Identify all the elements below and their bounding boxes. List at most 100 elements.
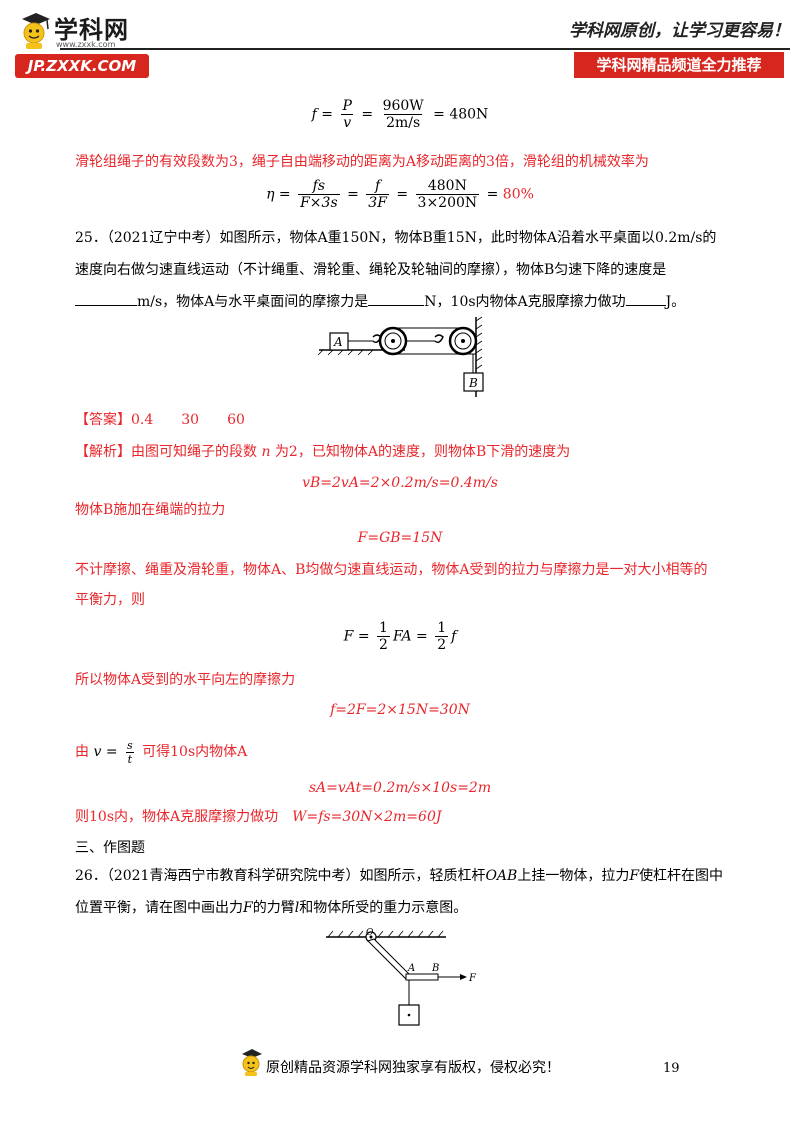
analysis-formula: W=fs=30N×2m=60J <box>292 809 442 825</box>
q26-symbol: l <box>294 900 300 916</box>
mascot-logo-icon <box>22 13 50 49</box>
formula-tension: F=GB=15N <box>357 530 443 546</box>
footer: 原创精品资源学科网独家享有版权，侵权必究！ 19 <box>0 1045 800 1085</box>
formula-symbol: F <box>343 628 354 645</box>
analysis-tag: 【解析】 <box>75 444 131 460</box>
formula-symbol: f <box>311 106 317 123</box>
lever-diagram: O A B F <box>326 928 477 1026</box>
denominator: 2m/s <box>384 114 423 131</box>
page-number: 19 <box>663 1061 680 1076</box>
numerator: 960W <box>382 98 424 114</box>
analysis-line-5: 所以物体A受到的水平向左的摩擦力 <box>75 672 296 688</box>
formula-friction-result: f=2F=2×15N=30N <box>330 702 470 718</box>
formula-symbol: f <box>451 628 457 645</box>
analysis-line-7: 则10s内，物体A克服摩擦力做功 W=fs=30N×2m=60J <box>75 807 735 827</box>
numerator: s <box>127 738 133 752</box>
header-rule <box>60 48 790 50</box>
analysis-text: 可得10s内物体A <box>142 744 248 760</box>
object-b-label: B <box>468 376 478 390</box>
q25-line-2: 速度向右做匀速直线运动（不计绳重、滑轮重、绳轮及轮轴间的摩擦），物体B匀速下降的… <box>75 262 667 278</box>
point-b-label: B <box>431 963 439 974</box>
formula-symbol: v <box>93 744 102 760</box>
q25-line-1: 25．（2021辽宁中考）如图所示，物体A重150N，物体B重15N，此时物体A… <box>75 230 717 246</box>
numerator: fs <box>312 178 326 194</box>
denominator: v <box>341 114 354 131</box>
q26-line-2: 位置平衡，请在图中画出力F的力臂l和物体所受的重力示意图。 <box>75 898 735 918</box>
q26-symbol: OAB <box>485 868 518 884</box>
analysis-line-2: 物体B施加在绳端的拉力 <box>75 502 226 518</box>
logo-text: 学科网 <box>54 16 129 44</box>
q26-text: 26．（2021青海西宁市教育科学研究院中考）如图所示，轻质杠杆 <box>75 868 486 884</box>
answer-values: 0.4 30 60 <box>131 412 245 428</box>
formula-symbol: FA <box>392 628 412 645</box>
analysis-text: 为2，已知物体A的速度，则物体B下滑的速度为 <box>274 444 571 460</box>
q26-line-1: 26．（2021青海西宁市教育科学研究院中考）如图所示，轻质杠杆OAB上挂一物体… <box>75 866 735 886</box>
numerator: f <box>375 178 381 194</box>
q26-text: 位置平衡，请在图中画出力 <box>75 900 243 916</box>
numerator: 480N <box>427 178 467 194</box>
logo-url: www.zxxk.com <box>56 40 116 49</box>
analysis-line-4: 平衡力，则 <box>75 592 145 608</box>
analysis-line-3: 不计摩擦、绳重及滑轮重，物体A、B均做匀速直线运动，物体A受到的拉力与摩擦力是一… <box>75 562 708 578</box>
section-title: 三、作图题 <box>75 840 145 856</box>
q26-text: 上挂一物体，拉力 <box>517 868 630 884</box>
answer-line: 【答案】0.4 30 60 <box>75 410 735 430</box>
pivot-o-label: O <box>366 928 374 938</box>
mascot-footer-icon <box>242 1049 262 1076</box>
point-a-label: A <box>407 963 415 974</box>
copyright-notice: 原创精品资源学科网独家享有版权，侵权必究！ <box>266 1060 560 1076</box>
header: 学科网 www.zxxk.com JP.ZXXK.COM 学科网原创，让学习更容… <box>0 0 800 90</box>
object-a-label: A <box>333 335 343 349</box>
site-badge: JP.ZXXK.COM <box>15 54 149 78</box>
denominator: 3F <box>366 194 389 211</box>
q25-text: m/s，物体A与水平桌面间的摩擦力是 <box>137 294 369 310</box>
denominator: 3×200N <box>415 194 480 211</box>
formula-vb: vB=2vA=2×0.2m/s=0.4m/s <box>302 475 498 491</box>
analysis-text: 由图可知绳子的段数 <box>131 444 257 460</box>
formula-result: 480N <box>449 106 489 123</box>
denominator: t <box>125 751 135 766</box>
answer-blank <box>625 292 666 306</box>
q26-text: 和物体所受的重力示意图。 <box>299 900 468 916</box>
answer-blank <box>75 292 137 306</box>
analysis-text: 则10s内，物体A克服摩擦力做功 <box>75 809 279 825</box>
formula-result: 80% <box>502 186 534 203</box>
efficiency-intro: 滑轮组绳子的有效段数为3，绳子自由端移动的距离为A移动距离的3倍，滑轮组的机械效… <box>75 154 649 170</box>
analysis-symbol: n <box>261 444 271 460</box>
denominator: 2 <box>435 636 449 653</box>
q26-symbol: F <box>243 900 253 916</box>
denominator: 2 <box>377 636 390 653</box>
q25-text: J。 <box>665 294 686 310</box>
numerator: 1 <box>437 620 447 636</box>
answer-blank <box>368 292 425 306</box>
pulley-diagram: A B <box>317 316 484 397</box>
slogan: 学科网原创，让学习更容易！ <box>569 21 790 41</box>
q26-symbol: F <box>629 868 640 884</box>
formula-symbol: η <box>266 186 275 203</box>
q25-text: N，10s内物体A克服摩擦力做功 <box>424 294 626 310</box>
denominator: F×3s <box>298 194 340 211</box>
channel-banner: 学科网精品频道全力推荐 <box>574 52 784 78</box>
analysis-line-1: 【解析】由图可知绳子的段数 n 为2，已知物体A的速度，则物体B下滑的速度为 <box>75 442 735 462</box>
q26-text: 的力臂 <box>252 900 295 916</box>
q26-text: 使杠杆在图中 <box>639 868 724 884</box>
answer-tag: 【答案】 <box>75 412 131 428</box>
q25-line-3: m/s，物体A与水平桌面间的摩擦力是 N，10s内物体A克服摩擦力做功 J。 <box>75 292 735 312</box>
formula-distance: sA=vAt=0.2m/s×10s=2m <box>308 780 492 796</box>
numerator: 1 <box>379 620 388 636</box>
numerator: P <box>342 98 352 114</box>
analysis-text: 由 <box>75 744 89 760</box>
force-f-label: F <box>468 973 477 984</box>
